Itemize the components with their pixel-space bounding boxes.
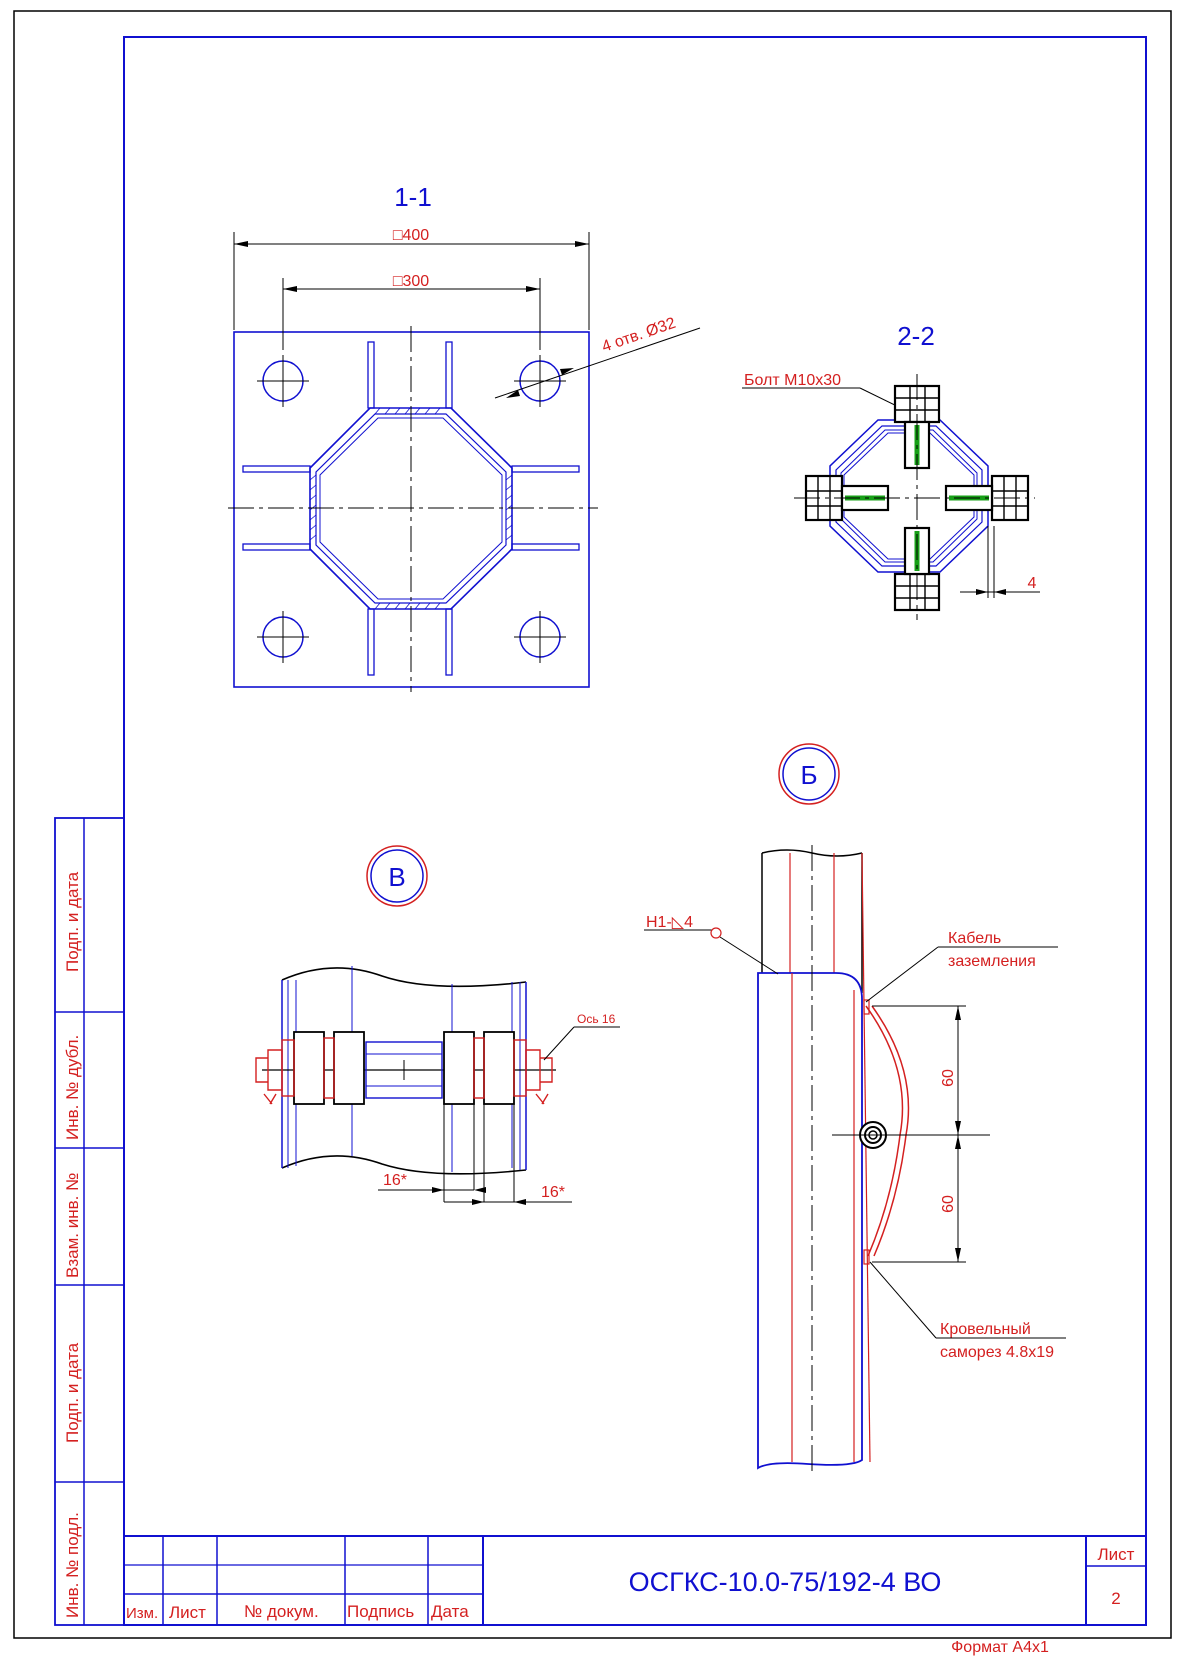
bolt-label: Болт М10х30 [744, 372, 841, 389]
screw-leader: Кровельный саморез 4.8х19 [869, 1261, 1066, 1361]
stamp-inv-dubl: Инв. № дубл. [63, 1035, 82, 1140]
section-1-1-title: 1-1 [394, 182, 432, 212]
bolt-label-leader: Болт М10х30 [742, 372, 906, 411]
tb-col-izm: Изм. [126, 1605, 158, 1622]
tb-col-doc: № докум. [244, 1602, 319, 1621]
tb-sheet-number: 2 [1111, 1589, 1120, 1608]
dim-400-label: □400 [393, 227, 429, 244]
inner-frame [123, 36, 1147, 1626]
dim-4: 4 [960, 526, 1040, 598]
dim-60: 60 60 [872, 1005, 966, 1263]
weld-leader: Н1-◺4 [644, 914, 779, 975]
cable-leader: Кабель заземления [865, 930, 1058, 1003]
detail-b-letter: Б [800, 760, 817, 790]
tb-sheet-label: Лист [1098, 1545, 1135, 1564]
tb-col-list: Лист [169, 1603, 206, 1622]
detail-b-pipe [757, 849, 871, 1470]
dim-400: □400 [233, 227, 590, 330]
dim-4-label: 4 [1028, 575, 1037, 592]
dim-16: 16* 16* [378, 1104, 572, 1205]
stiffener-ribs [242, 341, 580, 676]
bolt-holes [257, 355, 566, 663]
dim-300-label: □300 [393, 273, 429, 290]
dim-16-right: 16* [541, 1184, 565, 1201]
side-stamp: Подп. и дата Инв. № дубл. Взам. инв. № П… [54, 817, 125, 1626]
cable-label-1: Кабель [948, 930, 1001, 947]
title-block: Изм. Лист № докум. Подпись Дата ОСГКС-10… [124, 1535, 1146, 1625]
stamp-podp-data-top: Подп. и дата [63, 871, 82, 972]
detail-v-letter: В [388, 862, 405, 892]
dim-300: □300 [282, 273, 541, 350]
format-label: Формат А4х1 [951, 1639, 1049, 1656]
holes-leader: 4 отв. Ø32 [494, 315, 701, 399]
weld-label: Н1-◺4 [646, 914, 693, 931]
detail-v-marker: В [366, 845, 428, 907]
section-2-2-title: 2-2 [897, 321, 935, 351]
dim-16-left: 16* [383, 1172, 407, 1189]
tb-col-date: Дата [431, 1602, 469, 1621]
holes-note: 4 отв. Ø32 [600, 315, 678, 356]
section-2-2: 2-2 Болт М10х30 [742, 321, 1040, 620]
detail-b-marker: Б [778, 743, 840, 805]
axle-assembly [255, 1031, 556, 1105]
stamp-podp-data-bottom: Подп. и дата [63, 1342, 82, 1443]
screw-label-2: саморез 4.8х19 [940, 1344, 1054, 1361]
detail-v: В [255, 845, 620, 1205]
axis-label: Ось 16 [577, 1012, 616, 1026]
cable-label-2: заземления [948, 953, 1036, 970]
dim-60-upper: 60 [940, 1069, 957, 1087]
section-1-1: 1-1 □400 □300 [228, 182, 701, 692]
dim-60-lower: 60 [940, 1195, 957, 1213]
stamp-vzam-inv: Взам. инв. № [63, 1173, 82, 1278]
detail-b: Б [644, 743, 1066, 1476]
screw-label-1: Кровельный [940, 1321, 1031, 1338]
stamp-inv-podl: Инв. № подл. [63, 1512, 82, 1618]
outer-frame [13, 10, 1172, 1639]
axis-label-leader: Ось 16 [543, 1012, 620, 1061]
tb-designation: ОСГКС-10.0-75/192-4 ВО [629, 1567, 942, 1597]
tb-col-sign: Подпись [347, 1602, 414, 1621]
